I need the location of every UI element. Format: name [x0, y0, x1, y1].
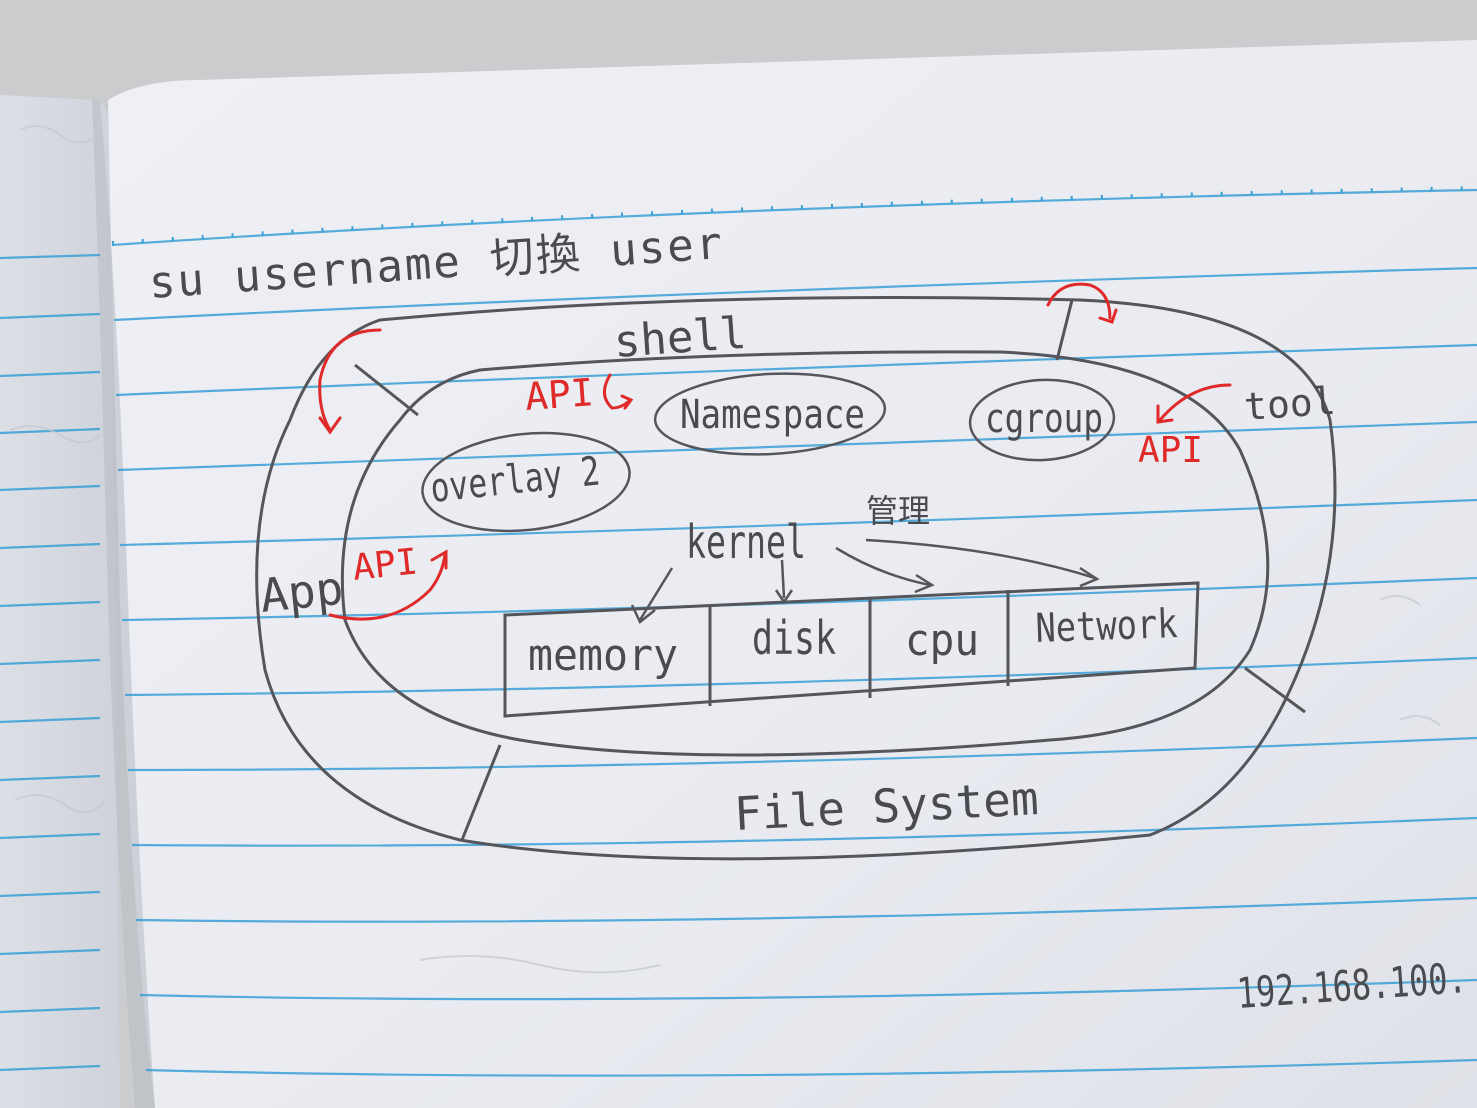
app-label: App [258, 561, 346, 623]
resource-network: Network [1035, 601, 1179, 652]
resource-table [503, 581, 1200, 718]
kernel-label: kernel [686, 515, 806, 569]
show-through-scribbles [9, 125, 1441, 974]
overlay2-ellipse [421, 431, 631, 533]
namespace-ellipse [653, 372, 887, 456]
left-page [0, 95, 120, 1108]
api-label-app: API [351, 541, 420, 589]
right-page [108, 40, 1477, 1108]
tool-label: tool [1243, 379, 1337, 429]
layer-ticks [354, 299, 1306, 841]
resource-disk: disk [752, 611, 836, 665]
cgroup-ellipse [968, 378, 1116, 462]
rule-lines [0, 188, 1477, 1077]
api-label-right: API [1138, 430, 1203, 471]
namespace-label: Namespace [680, 392, 865, 438]
cgroup-label: cgroup [985, 396, 1103, 442]
kernel-arrows [630, 538, 1100, 624]
outer-oval-file-system [255, 296, 1337, 861]
resource-cpu: cpu [905, 615, 979, 666]
binding-shadow [92, 100, 155, 1108]
api-label-top: API [524, 370, 596, 419]
shell-label: shell [612, 308, 748, 368]
red-arrows [318, 282, 1232, 621]
inner-oval-shell [340, 350, 1270, 757]
manage-label: 管理 [866, 492, 930, 530]
resource-memory: memory [528, 630, 678, 681]
